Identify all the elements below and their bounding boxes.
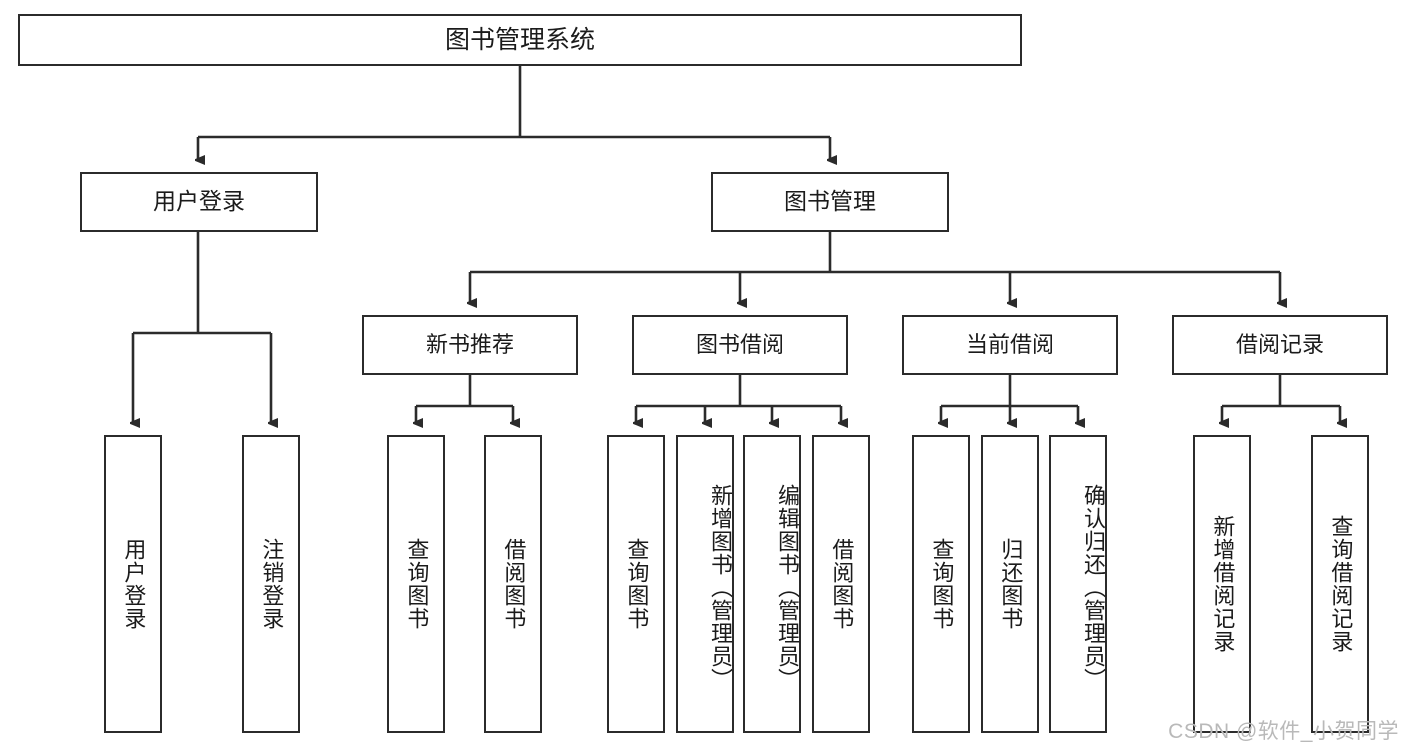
node-root-book-management-system[interactable]: 图书管理系统 <box>18 14 1022 66</box>
leaf-user-login[interactable]: 用户登录 <box>104 435 162 733</box>
node-book-management[interactable]: 图书管理 <box>711 172 949 232</box>
node-current-borrow[interactable]: 当前借阅 <box>902 315 1118 375</box>
leaf-return-book[interactable]: 归还图书 <box>981 435 1039 733</box>
leaf-edit-book-admin[interactable]: 编辑图书（管理员） <box>743 435 801 733</box>
leaf-add-borrow-record[interactable]: 新增借阅记录 <box>1193 435 1251 733</box>
node-new-book-recommend[interactable]: 新书推荐 <box>362 315 578 375</box>
leaf-borrow-book-recommend[interactable]: 借阅图书 <box>484 435 542 733</box>
leaf-logout[interactable]: 注销登录 <box>242 435 300 733</box>
leaf-borrow-book[interactable]: 借阅图书 <box>812 435 870 733</box>
leaf-query-borrow-record[interactable]: 查询借阅记录 <box>1311 435 1369 733</box>
node-user-login[interactable]: 用户登录 <box>80 172 318 232</box>
node-borrow-record[interactable]: 借阅记录 <box>1172 315 1388 375</box>
leaf-query-book-borrow[interactable]: 查询图书 <box>607 435 665 733</box>
leaf-query-book-recommend[interactable]: 查询图书 <box>387 435 445 733</box>
leaf-add-book-admin[interactable]: 新增图书（管理员） <box>676 435 734 733</box>
leaf-confirm-return-admin[interactable]: 确认归还（管理员） <box>1049 435 1107 733</box>
csdn-watermark: CSDN @软件_小贺同学 <box>1168 720 1399 743</box>
leaf-query-book-current[interactable]: 查询图书 <box>912 435 970 733</box>
node-book-borrow[interactable]: 图书借阅 <box>632 315 848 375</box>
